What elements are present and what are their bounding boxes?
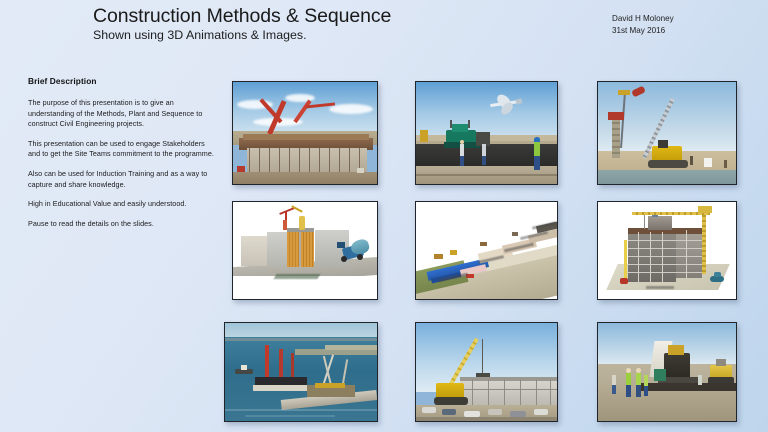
brief-heading: Brief Description: [28, 76, 97, 86]
mobile-crane-scene: [416, 323, 557, 421]
runway-paving-scene: [416, 82, 557, 184]
author-block: David H Moloney 31st May 2016: [612, 13, 674, 36]
brief-paragraph: This presentation can be used to engage …: [28, 138, 214, 159]
pavement-layers-scene: [416, 202, 557, 299]
gallery-image-wall-formwork-animation[interactable]: [232, 201, 378, 300]
gallery-image-crawler-crane-piling[interactable]: [597, 81, 737, 185]
bridge-deck-scene: [233, 82, 377, 184]
gallery-image-bridge-deck-formwork[interactable]: [232, 81, 378, 185]
gallery-image-road-pavement-layers-animation[interactable]: [415, 201, 558, 300]
brief-paragraph: Pause to read the details on the slides.: [28, 218, 154, 228]
asphalt-paver-scene: [598, 323, 736, 421]
brief-paragraph: The purpose of this presentation is to g…: [28, 98, 203, 129]
gallery-image-runway-asphalt-paving-aircraft[interactable]: [415, 81, 558, 185]
brief-description: Brief Description The purpose of this pr…: [28, 76, 214, 238]
marine-works-scene: [225, 323, 377, 421]
brief-paragraph: High in Educational Value and easily und…: [28, 199, 187, 209]
slide-header: Construction Methods & Sequence Shown us…: [0, 0, 768, 62]
brief-paragraph: Also can be used for Induction Training …: [28, 168, 208, 189]
author-date: 31st May 2016: [612, 25, 666, 35]
gallery-image-mobile-crane-steel-building[interactable]: [415, 322, 558, 422]
crawler-crane-scene: [598, 82, 736, 184]
gallery-image-building-frame-animation[interactable]: [597, 201, 737, 300]
gallery-image-marine-jackup-barge[interactable]: [224, 322, 378, 422]
author-name: David H Moloney: [612, 14, 674, 23]
page-title: Construction Methods & Sequence: [93, 5, 392, 27]
page-subtitle: Shown using 3D Animations & Images.: [93, 28, 307, 42]
gallery-image-asphalt-paver-crew[interactable]: [597, 322, 737, 422]
wall-formwork-scene: [233, 202, 377, 299]
building-frame-scene: [598, 202, 736, 299]
